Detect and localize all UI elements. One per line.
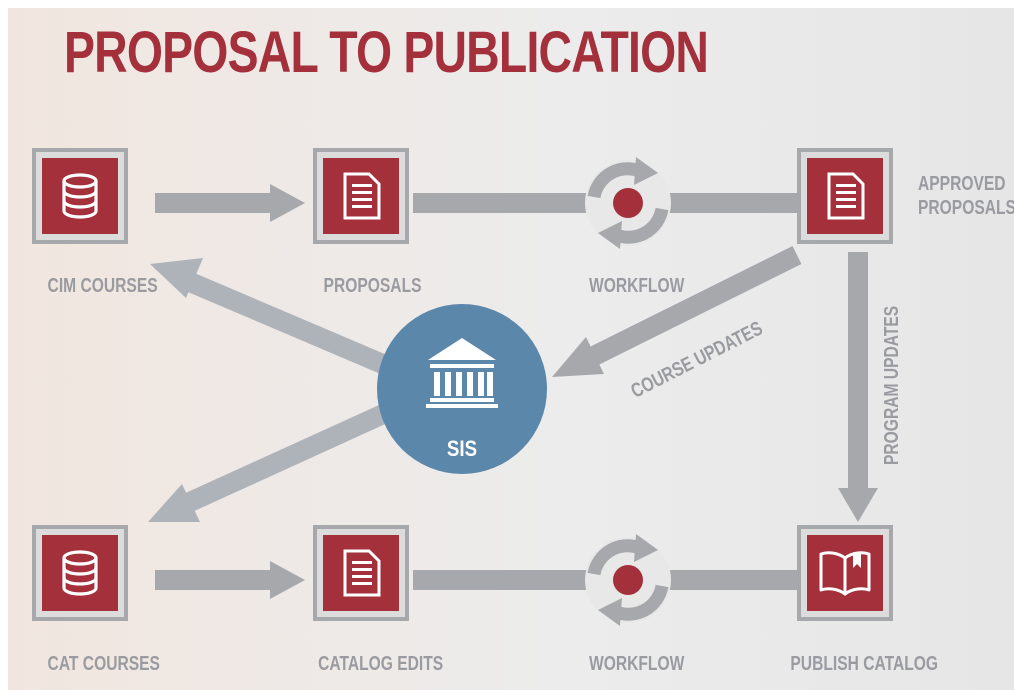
document-icon [343, 172, 381, 220]
label-approved-line2: PROPOSALS [918, 197, 1014, 219]
label-workflow-bottom: WORKFLOW [589, 653, 685, 675]
open-book-icon [819, 551, 871, 596]
label-publish-catalog: PUBLISH CATALOG [790, 653, 939, 675]
label-catalog-edits: CATALOG EDITS [318, 653, 444, 675]
node-cim-courses [32, 148, 128, 244]
database-icon [62, 550, 98, 596]
arrow-sis-to-cim-courses [150, 258, 396, 378]
database-icon [62, 173, 98, 219]
arrow-cat-to-catalog-edits [155, 561, 305, 599]
label-workflow-top: WORKFLOW [589, 275, 685, 297]
node-catalog-edits [313, 525, 409, 621]
label-proposals: PROPOSALS [323, 275, 422, 297]
node-approved-proposals [797, 148, 893, 244]
arrow-course-updates [552, 246, 802, 377]
label-approved-line1: APPROVED [918, 173, 1006, 195]
page-title: PROPOSAL TO PUBLICATION [64, 20, 709, 85]
document-icon [827, 172, 865, 220]
workflow-bottom-cycle-icon [585, 534, 671, 626]
node-cat-courses [32, 525, 128, 621]
sis-label: SIS [446, 436, 478, 461]
document-icon [343, 549, 381, 597]
arrow-program-updates [838, 252, 878, 522]
workflow-top-cycle-icon [585, 157, 671, 249]
label-cat-courses: CAT COURSES [47, 653, 160, 675]
sis-hub: SIS [377, 304, 547, 474]
node-proposals [313, 148, 409, 244]
label-program-updates: PROGRAM UPDATES [881, 305, 903, 465]
building-columns-icon [426, 338, 498, 408]
arrow-cim-to-proposals [155, 184, 305, 222]
label-cim-courses: CIM COURSES [47, 275, 158, 297]
arrow-sis-to-cat-courses [148, 400, 397, 522]
node-publish-catalog [797, 525, 893, 621]
